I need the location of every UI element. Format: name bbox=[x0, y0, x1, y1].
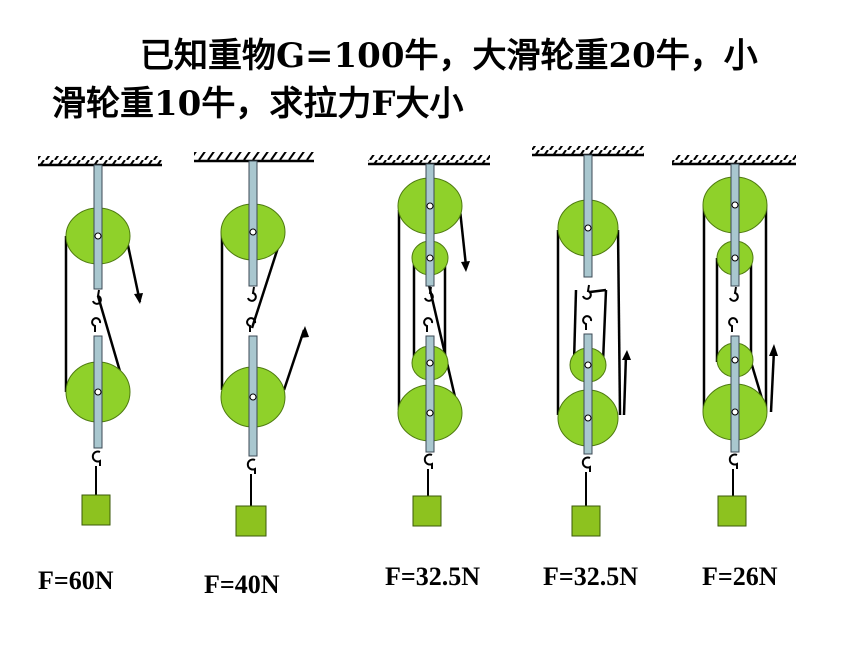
hook-icon bbox=[582, 315, 593, 330]
answer-label-3: F=32.5N bbox=[385, 562, 480, 591]
pull-arrow-icon bbox=[300, 326, 309, 338]
question-line-2: 滑轮重10牛，求拉力F大小 bbox=[52, 84, 464, 124]
axle-bar bbox=[93, 164, 103, 290]
weight bbox=[717, 495, 747, 527]
pull-arrow-icon bbox=[461, 261, 470, 272]
ceiling bbox=[672, 155, 796, 163]
ceiling bbox=[194, 152, 314, 160]
hook-icon bbox=[246, 317, 257, 332]
weight bbox=[81, 494, 111, 526]
hook-icon bbox=[582, 284, 592, 300]
hook-icon bbox=[728, 317, 739, 332]
answer-label-5: F=26N bbox=[702, 562, 778, 591]
pull-arrow-icon bbox=[622, 350, 631, 360]
axle-bar bbox=[425, 163, 435, 287]
hook-icon bbox=[91, 317, 102, 332]
hook-icon bbox=[246, 458, 256, 474]
weight bbox=[571, 505, 601, 537]
pull-arrow-icon bbox=[769, 344, 778, 356]
hook-icon bbox=[91, 450, 101, 466]
ceiling bbox=[532, 146, 644, 154]
axle-bar bbox=[425, 335, 435, 453]
hook-icon bbox=[247, 286, 257, 302]
pulley-system-1 bbox=[38, 156, 162, 526]
axle-bar bbox=[248, 160, 258, 287]
hook-icon bbox=[424, 286, 434, 302]
hook-icon bbox=[728, 453, 738, 469]
pulley-system-5 bbox=[672, 155, 796, 527]
rope bbox=[556, 229, 628, 416]
pulley-system-2 bbox=[194, 152, 314, 537]
axle-bar bbox=[583, 333, 593, 455]
hook-icon bbox=[423, 317, 434, 332]
axle-bar bbox=[583, 154, 593, 278]
hook-icon bbox=[729, 286, 739, 302]
ceiling bbox=[368, 155, 490, 163]
answer-label-1: F=60N bbox=[38, 566, 114, 595]
axle-bar bbox=[730, 163, 740, 287]
question-line-1: 已知重物G=100牛，大滑轮重20牛，小 bbox=[140, 36, 758, 76]
pulley-system-4 bbox=[532, 146, 644, 537]
axle-bar bbox=[730, 335, 740, 453]
ceiling bbox=[38, 156, 162, 164]
weight bbox=[235, 505, 267, 537]
answer-label-4: F=32.5N bbox=[543, 562, 638, 591]
hook-icon bbox=[92, 289, 102, 305]
rope bbox=[397, 209, 468, 411]
rope bbox=[702, 205, 776, 413]
pulley-system-3 bbox=[368, 155, 490, 527]
weight bbox=[412, 495, 442, 527]
answer-label-2: F=40N bbox=[204, 570, 280, 599]
hook-icon bbox=[423, 453, 433, 469]
pull-arrow-icon bbox=[134, 293, 143, 304]
hook-icon bbox=[581, 456, 591, 472]
